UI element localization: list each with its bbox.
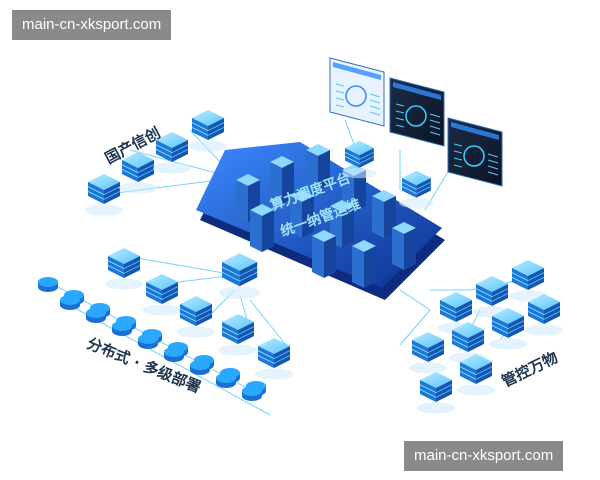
dashboard-monitor	[389, 77, 445, 147]
storage-disk	[112, 321, 132, 336]
connection-line	[249, 299, 291, 351]
platform-rack	[312, 230, 336, 278]
watermark-bottom: main-cn-xksport.com	[404, 441, 564, 471]
server-node	[254, 338, 294, 380]
server-node	[416, 372, 456, 414]
storage-disk-row	[38, 277, 266, 401]
connection-line	[399, 289, 431, 311]
storage-disk	[216, 373, 236, 388]
server-node	[118, 152, 158, 194]
storage-disk	[190, 360, 210, 375]
platform-rack	[392, 222, 416, 270]
storage-disk	[164, 347, 184, 362]
server-node	[524, 294, 564, 336]
platform-rack	[352, 240, 376, 288]
server-node	[218, 314, 258, 356]
server-node	[218, 253, 261, 299]
caption-control: 管控万物	[499, 348, 561, 390]
storage-disk	[60, 295, 80, 310]
platform-top	[196, 142, 442, 288]
dashboard-monitor	[447, 117, 503, 187]
dashboard-monitor	[329, 57, 385, 127]
storage-disk	[242, 386, 262, 401]
server-node	[399, 170, 434, 209]
platform-rack	[270, 156, 294, 204]
central-platform	[196, 142, 445, 300]
platform-server-racks	[236, 144, 416, 288]
server-node	[152, 132, 192, 174]
platform-rack	[290, 190, 314, 238]
server-node	[408, 332, 448, 374]
server-node	[84, 174, 124, 216]
connection-line	[399, 309, 431, 346]
storage-disk	[86, 308, 106, 323]
storage-disk	[38, 277, 58, 292]
server-node	[104, 248, 144, 290]
platform-rack	[306, 144, 330, 192]
platform-rack	[250, 204, 274, 252]
server-node	[142, 274, 182, 316]
server-node	[488, 308, 528, 350]
dashboard-monitors	[329, 57, 503, 187]
server-node	[176, 296, 216, 338]
server-node	[188, 110, 228, 152]
storage-disk	[138, 334, 158, 349]
server-node	[456, 354, 496, 396]
watermark-top: main-cn-xksport.com	[12, 10, 172, 40]
server-nodes	[84, 110, 564, 414]
server-node	[342, 140, 377, 179]
